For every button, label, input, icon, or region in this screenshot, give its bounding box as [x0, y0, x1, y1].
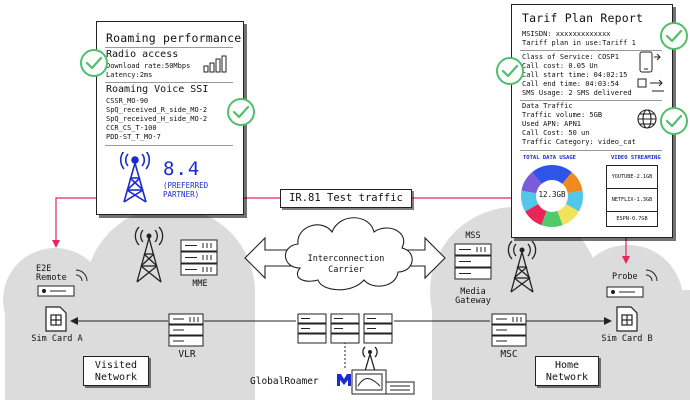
interconnection-label: Interconnection — [307, 254, 385, 264]
score-note: PARTNER) — [163, 190, 200, 199]
check-icon — [496, 57, 524, 85]
mme-label: MME — [192, 279, 208, 289]
voice-line: CCR_CS_T-100 — [106, 124, 157, 132]
streaming-item: ESPN-0.7GB — [606, 212, 658, 227]
cell-tower-icon — [507, 240, 537, 293]
home-network-label: Home Network — [535, 356, 599, 386]
tariff-title: Tarif Plan Report — [522, 11, 644, 25]
interconnection-cloud — [284, 217, 413, 291]
streaming-title: VIDEO STREAMING — [611, 155, 661, 161]
analyzer-device-icon — [351, 369, 415, 395]
data-line: Traffic volume: 5GB — [522, 111, 603, 119]
usage-center-label: 12.3GB — [538, 190, 566, 199]
network-label: Network — [545, 372, 589, 383]
mss-label: MSS — [465, 231, 481, 241]
core-links — [76, 320, 610, 370]
data-line: Call Cost: 50 un — [522, 129, 590, 137]
cell-tower-icon — [134, 226, 164, 283]
check-icon — [660, 107, 688, 135]
check-icon — [660, 22, 688, 50]
usage-title: TOTAL DATA USAGE — [523, 155, 576, 161]
score-note: (PREFERRED — [163, 181, 209, 190]
radio-line: Latency:2ms — [106, 71, 153, 79]
service-line: SMS Usage: 2 SMS delivered — [522, 89, 632, 97]
tariff-report-card: Tarif Plan Report MSISDN: xxxxxxxxxxxxx … — [511, 4, 673, 238]
sim-card-a-icon — [45, 306, 67, 332]
probe-device-icon — [606, 269, 658, 298]
visited-label: Visited — [94, 360, 138, 371]
roaming-score: 8.4 — [163, 158, 201, 180]
server-icon — [491, 313, 527, 347]
globe-icon — [637, 109, 657, 129]
check-icon — [80, 49, 108, 77]
network-label: Network — [94, 372, 138, 383]
sim-a-label: Sim Card A — [31, 334, 83, 344]
divider — [105, 145, 233, 146]
arrow-left-icon — [70, 317, 78, 325]
msc-label: MSC — [500, 349, 518, 360]
voice-line: PDD-ST_T_MO-7 — [106, 133, 161, 141]
streaming-list: YOUTUBE-2.1GB NETFLIX-1.3GB ESPN-0.7GB — [606, 165, 658, 227]
server-icon — [168, 313, 204, 347]
check-icon — [227, 98, 255, 126]
data-line: Used APN: APN1 — [522, 120, 582, 128]
voice-line: CSSR_MO-90 — [106, 97, 149, 105]
divider — [105, 47, 233, 48]
media-label: Media — [460, 287, 486, 297]
service-line: Call cost: 0.05 Un — [522, 62, 598, 70]
vlr-label: VLR — [178, 349, 196, 360]
divider — [105, 82, 233, 83]
home-label: Home — [554, 360, 580, 371]
divider — [520, 50, 662, 51]
visited-network-label: Visited Network — [83, 356, 149, 386]
voice-line: SpQ_received_H_side_MO-2 — [106, 115, 208, 123]
data-usage-donut — [521, 165, 583, 227]
sim-card-b-icon — [616, 306, 638, 332]
radio-line: Download rate:50Mbps — [106, 62, 191, 70]
gateway-label: Gateway — [455, 296, 491, 306]
sim-b-label: Sim Card B — [601, 334, 653, 344]
globalroamer-label: GlobalRoamer — [250, 376, 319, 387]
service-line: Call end time: 04:03:54 — [522, 80, 619, 88]
remote-label: Remote — [36, 273, 67, 283]
server-icon — [454, 243, 492, 280]
server-icon — [180, 239, 218, 276]
signal-bars-icon — [203, 55, 227, 73]
test-traffic-label: IR.81 Test traffic — [280, 189, 412, 208]
probe-label: Probe — [612, 272, 638, 282]
tariff-header-line: Tariff plan in use:Tariff 1 — [522, 39, 636, 47]
voice-ssi-title: Roaming Voice SSI — [106, 84, 209, 95]
data-line: Data Traffic — [522, 102, 573, 110]
roaming-title: Roaming performance — [106, 31, 242, 45]
service-line: Call start time: 04:02:15 — [522, 71, 628, 79]
radio-access-title: Radio access — [106, 49, 179, 60]
voice-line: SpQ_received_R_side_MO-2 — [106, 106, 208, 114]
e2e-label: E2E — [36, 264, 52, 274]
divider — [520, 100, 662, 101]
arrow-right-icon — [604, 317, 612, 325]
remote-device-icon — [37, 269, 88, 297]
arrow-down-icon — [622, 256, 630, 264]
streaming-item: NETFLIX-1.3GB — [606, 189, 658, 212]
divider — [520, 150, 662, 151]
data-line: Traffic Category: video_cat — [522, 138, 636, 146]
roaming-performance-card: Roaming performance Radio access Downloa… — [96, 21, 244, 215]
streaming-item: YOUTUBE-2.1GB — [606, 165, 658, 189]
tariff-header-line: MSISDN: xxxxxxxxxxxxx — [522, 30, 611, 38]
globalroamer-servers-icon — [297, 313, 393, 344]
carrier-label: Carrier — [328, 265, 364, 275]
service-line: Class of Service: COSP1 — [522, 53, 619, 61]
globalroamer-logo — [337, 374, 351, 386]
phone-calls-icon — [637, 51, 664, 92]
arrow-down-icon — [52, 240, 60, 248]
tower-score-icon — [119, 152, 151, 203]
